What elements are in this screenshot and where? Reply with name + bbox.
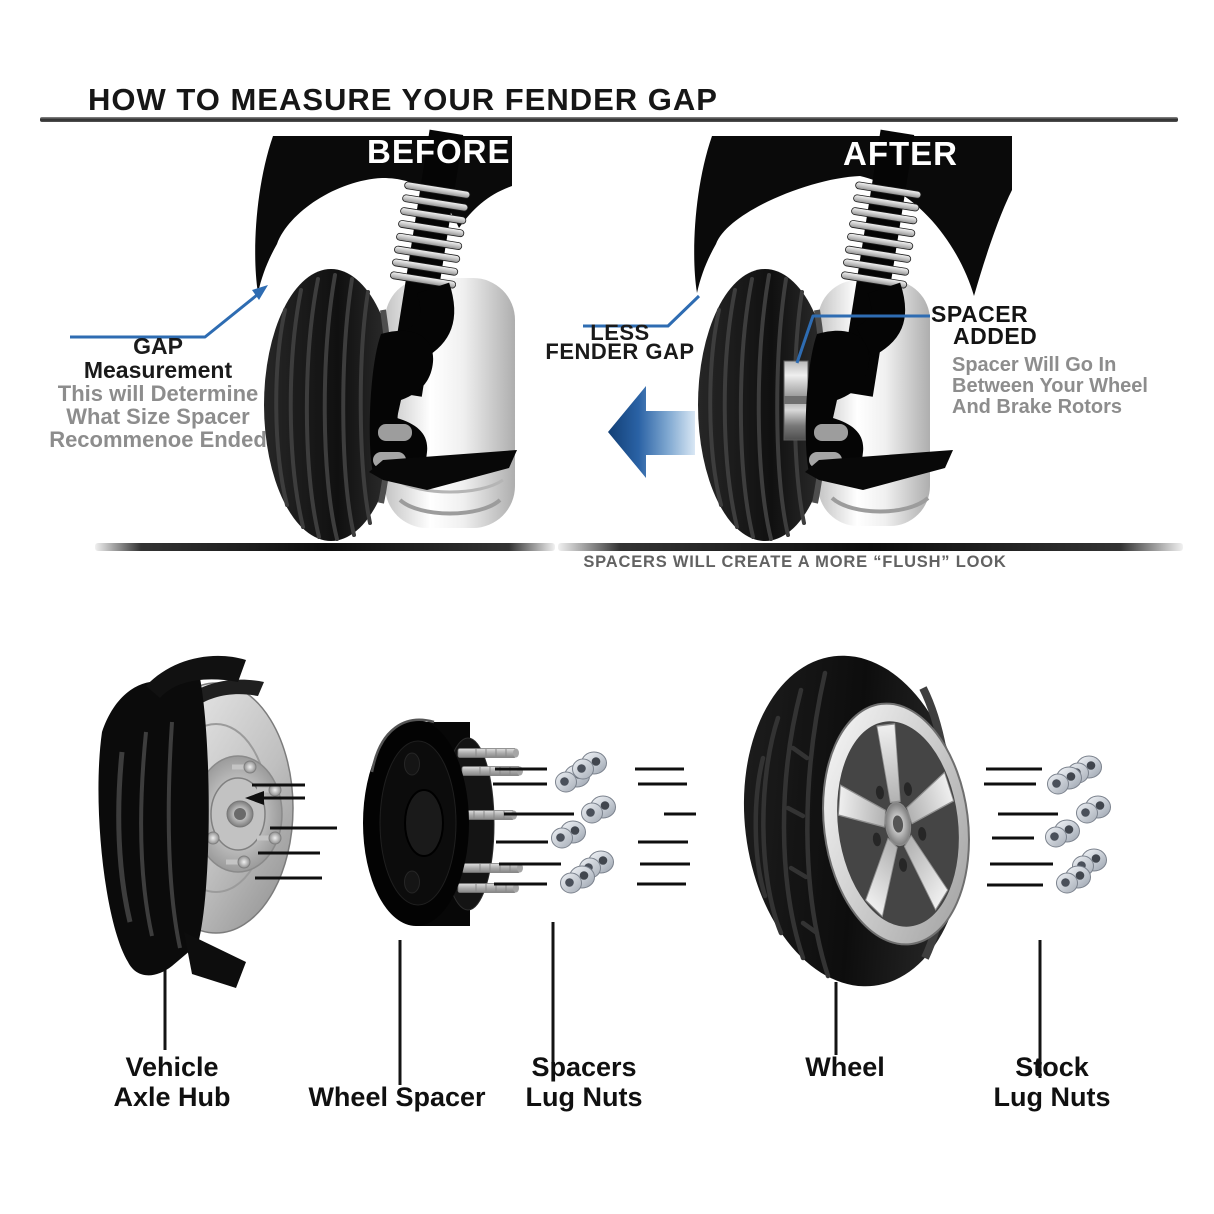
label-line: Axle Hub <box>113 1082 231 1112</box>
before-diagram-art <box>255 128 517 556</box>
gap-sub-line3: Recommenoe Ended <box>49 427 267 452</box>
spacer-lug-nuts-art <box>493 751 696 894</box>
label-line: Wheel Spacer <box>308 1082 486 1112</box>
label-line: Stock <box>1015 1052 1089 1082</box>
spacer-added-line1: SPACER <box>931 301 1029 327</box>
lug-nut <box>572 751 607 780</box>
gap-sub-line2: What Size Spacer <box>66 404 250 429</box>
label-line: Spacers <box>531 1052 637 1082</box>
label-line: Lug Nuts <box>993 1082 1111 1112</box>
stock-lug-nuts-art <box>984 755 1111 894</box>
nut-leader-lines <box>493 767 696 886</box>
rim-spokes <box>837 721 959 927</box>
bushing <box>378 424 412 441</box>
spacer-added-line2: ADDED <box>953 323 1038 349</box>
hub-leader-lines <box>252 783 337 880</box>
lug-nut <box>1045 819 1080 848</box>
gap-sub-line1: This will Determine <box>57 381 259 406</box>
axle-hub-art <box>98 655 337 988</box>
leader-arrowhead <box>245 791 264 805</box>
ground-shadow-after <box>558 543 1183 551</box>
ground-shadow-before <box>95 543 555 551</box>
brake-caliper <box>98 678 209 976</box>
title-rule <box>40 117 1178 122</box>
wheel-art <box>743 655 970 987</box>
wheel-spacer-art <box>363 718 523 926</box>
less-fender-gap-callout: LESS FENDER GAP <box>545 320 695 364</box>
less-gap-line2: FENDER GAP <box>545 339 695 364</box>
label-spacers-lug-nuts: Spacers Lug Nuts <box>494 1052 674 1112</box>
spacer-band <box>784 396 808 404</box>
flush-direction-arrow <box>608 386 695 478</box>
less-gap-line1: LESS <box>590 320 650 345</box>
lug-nut <box>1076 795 1111 824</box>
gap-heading-line2: Measurement <box>83 357 233 383</box>
after-fender <box>694 136 1012 296</box>
label-line: Vehicle <box>125 1052 219 1082</box>
spacer-sub-line1: Spacer Will Go In <box>952 354 1117 376</box>
label-vehicle-axle-hub: Vehicle Axle Hub <box>82 1052 262 1112</box>
after-knuckle-group <box>805 330 953 490</box>
lug-nut <box>560 865 595 894</box>
tire-tread <box>753 670 831 979</box>
page-title: HOW TO MEASURE YOUR FENDER GAP <box>88 82 718 117</box>
label-line: Wheel <box>805 1052 885 1082</box>
nut-leader-lines <box>984 767 1058 887</box>
label-wheel-spacer: Wheel Spacer <box>297 1082 497 1112</box>
label-line: Lug Nuts <box>525 1082 643 1112</box>
lug-nut <box>551 820 586 849</box>
spacer-sub-line2: Between Your Wheel <box>952 375 1148 397</box>
spacer-center-bore <box>404 789 444 857</box>
before-knuckle <box>369 330 434 479</box>
before-label: BEFORE <box>367 133 511 170</box>
flush-caption: SPACERS WILL CREATE A MORE “FLUSH” LOOK <box>583 553 1007 571</box>
label-wheel: Wheel <box>755 1052 935 1082</box>
gap-heading-line1: GAP <box>133 333 183 359</box>
before-control-arm <box>369 450 517 490</box>
spacer-added-callout: SPACER ADDED Spacer Will Go In Between Y… <box>931 303 1161 418</box>
spacer-sub-line3: And Brake Rotors <box>952 396 1123 418</box>
lug-nut <box>1056 865 1091 894</box>
label-stock-lug-nuts: Stock Lug Nuts <box>962 1052 1142 1112</box>
lug-nut <box>1047 766 1082 795</box>
lug-nut <box>581 795 616 824</box>
gap-measurement-callout: GAP Measurement This will Determine What… <box>38 334 278 451</box>
after-label: AFTER <box>843 135 958 172</box>
